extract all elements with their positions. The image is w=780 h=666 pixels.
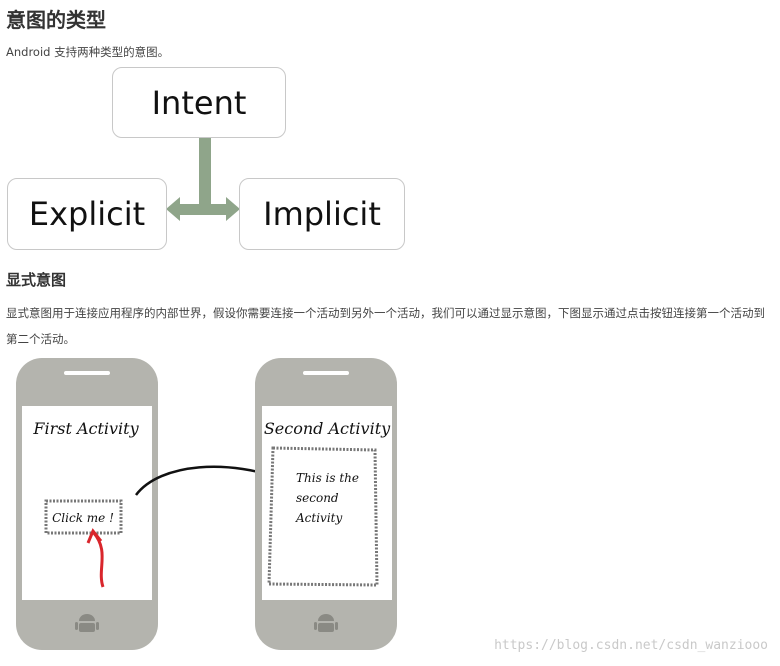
explicit-description: 显式意图用于连接应用程序的内部世界，假设你需要连接一个活动到另外一个活动，我们可… bbox=[6, 300, 774, 352]
second-text-line1: This is the bbox=[296, 471, 359, 485]
connector-stem bbox=[199, 136, 211, 204]
activity-illustration: First Activity Click me ! Second Activit… bbox=[0, 355, 420, 655]
connector-bar bbox=[178, 204, 232, 215]
subsection-title: 显式意图 bbox=[6, 269, 66, 290]
watermark: https://blog.csdn.net/csdn_wanziooo bbox=[494, 638, 768, 653]
second-phone: Second Activity This is the second Activ… bbox=[255, 358, 397, 650]
connector-arrow-right bbox=[226, 197, 240, 221]
intent-box: Intent bbox=[112, 67, 286, 138]
connector-arrow-left bbox=[166, 197, 180, 221]
first-activity-title: First Activity bbox=[32, 419, 139, 438]
explicit-box: Explicit bbox=[7, 178, 167, 250]
second-activity-title: Second Activity bbox=[264, 419, 391, 438]
implicit-box: Implicit bbox=[239, 178, 405, 250]
first-phone: First Activity Click me ! bbox=[16, 358, 158, 650]
second-text-line2: second bbox=[296, 491, 339, 505]
second-text-line3: Activity bbox=[295, 511, 342, 525]
click-me-label: Click me ! bbox=[52, 511, 114, 525]
